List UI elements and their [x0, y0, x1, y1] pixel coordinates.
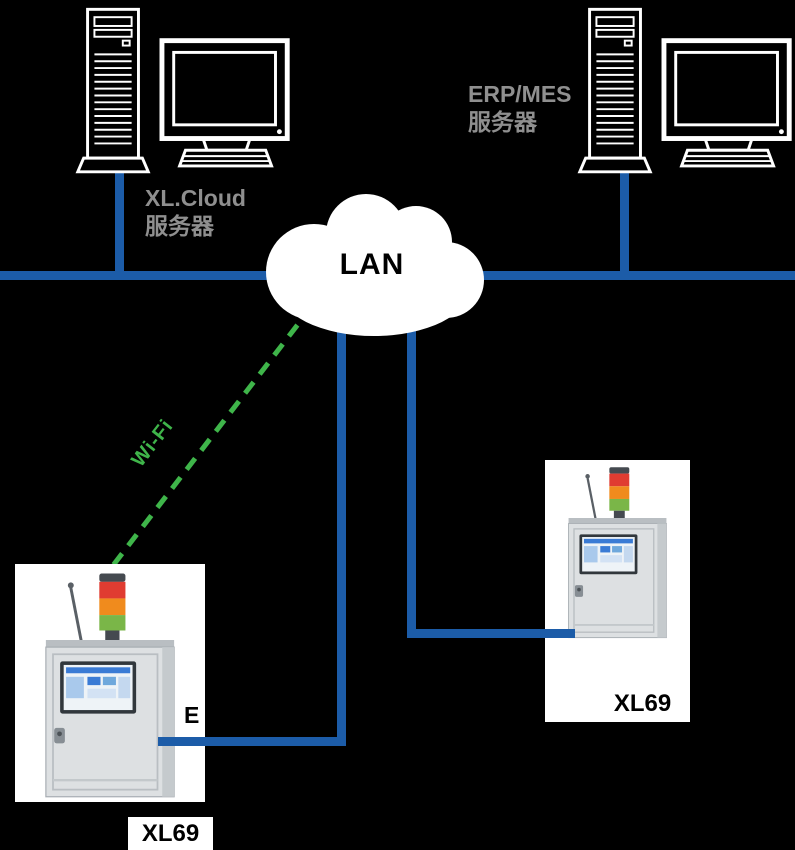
cloud-server-illustration	[68, 3, 298, 185]
lan-to-left-device-vertical-line	[337, 298, 346, 746]
right-device-ethernet-line	[407, 629, 575, 638]
erp-server-label-line2: 服务器	[468, 109, 537, 135]
cloud-server-label-line1: XL.Cloud	[145, 185, 246, 211]
cloud-server-label: XL.Cloud 服务器	[145, 184, 246, 240]
erp-server-label: ERP/MES 服务器	[468, 80, 572, 136]
lan-label: LAN	[339, 248, 405, 281]
lan-to-right-device-vertical-line	[407, 298, 416, 638]
lan-cloud-shape	[266, 194, 484, 336]
left-device-card	[15, 564, 205, 802]
right-xl69-device-illustration	[567, 466, 668, 639]
erp-server-illustration	[570, 3, 795, 185]
right-device-card: XL69	[545, 460, 690, 722]
right-device-label: XL69	[613, 690, 672, 717]
left-xl69-device-illustration	[44, 572, 176, 799]
cloud-server-drop-line	[115, 170, 124, 273]
ethernet-label: E	[184, 702, 200, 728]
left-device-label: XL69	[128, 817, 213, 850]
erp-server-drop-line	[620, 170, 629, 273]
erp-server-label-line1: ERP/MES	[468, 81, 572, 107]
left-device-ethernet-line	[158, 737, 346, 746]
cloud-server-label-line2: 服务器	[145, 213, 214, 239]
